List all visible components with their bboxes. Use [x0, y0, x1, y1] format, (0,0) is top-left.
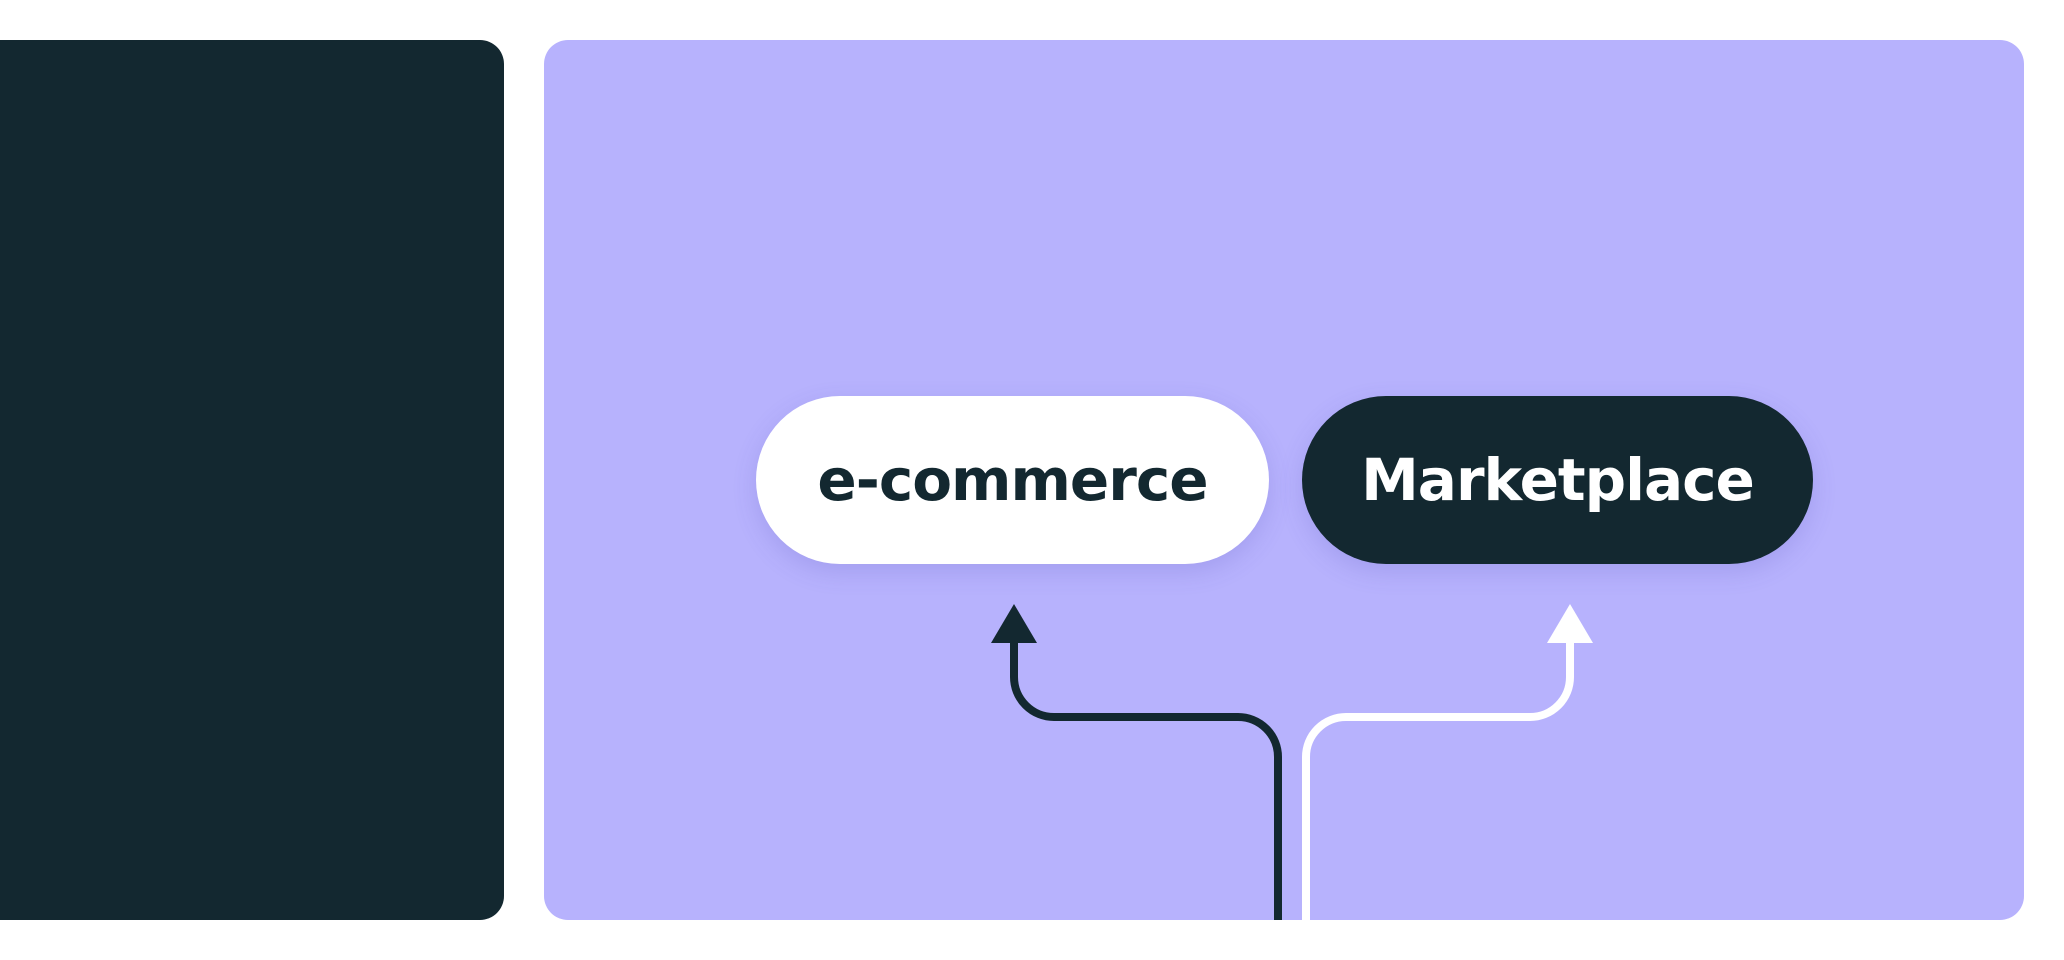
diagram-panel: e-commerce Marketplace: [544, 40, 2024, 920]
arrow-to-marketplace: [1302, 604, 1593, 920]
arrowhead-up-icon: [1547, 604, 1593, 643]
node-marketplace: Marketplace: [1302, 396, 1813, 564]
node-ecommerce: e-commerce: [756, 396, 1269, 564]
arrow-to-ecommerce: [991, 604, 1282, 920]
arrowhead-up-icon: [991, 604, 1037, 643]
dark-side-panel: [0, 40, 504, 920]
node-label: e-commerce: [817, 446, 1208, 514]
node-label: Marketplace: [1361, 446, 1755, 514]
